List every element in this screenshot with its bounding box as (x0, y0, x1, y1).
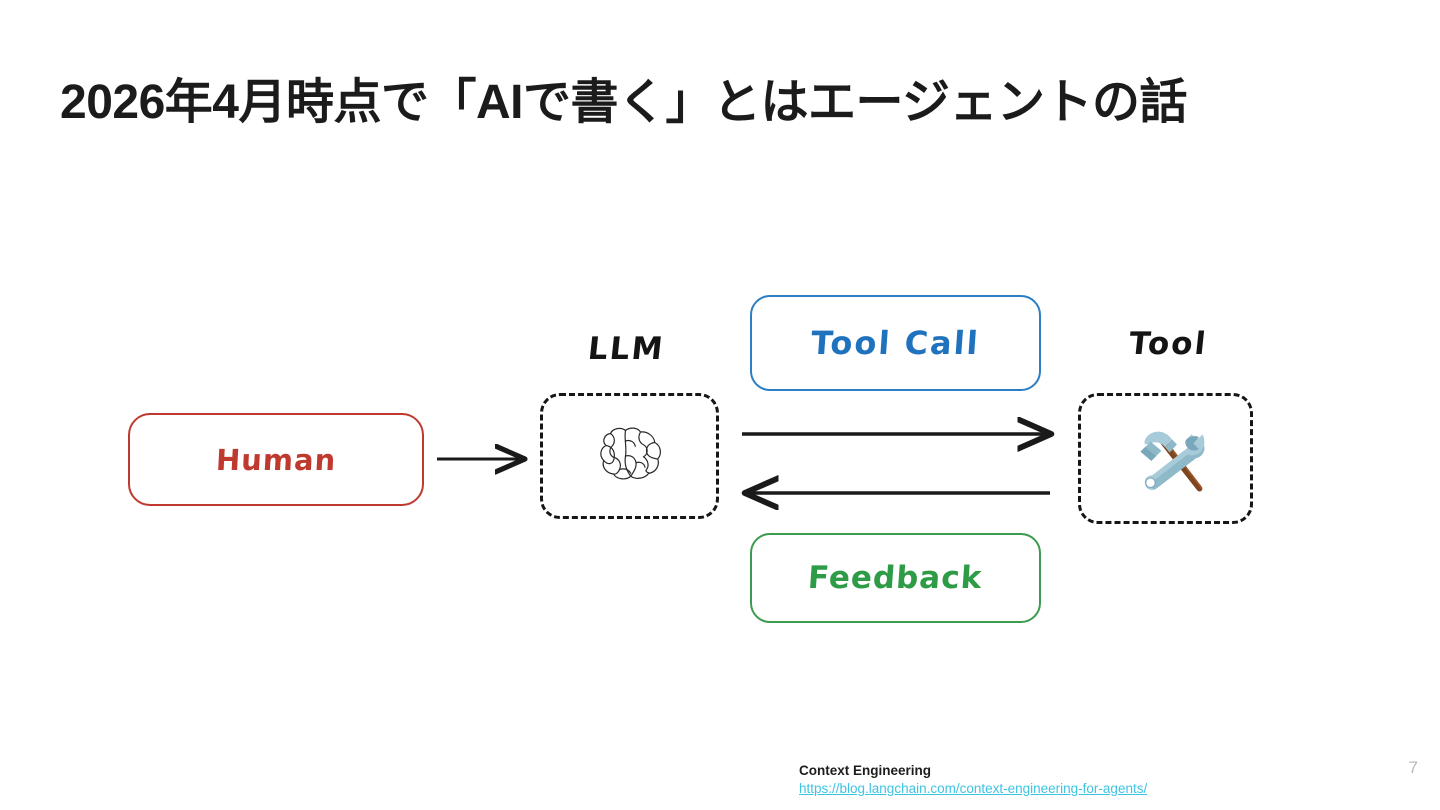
node-human[interactable]: Human (128, 413, 424, 506)
node-tool-call[interactable]: Tool Call (750, 295, 1041, 391)
node-tool-call-label: Tool Call (809, 324, 982, 362)
page-number: 7 (1408, 758, 1418, 777)
node-feedback-label: Feedback (807, 560, 984, 596)
brain-icon (599, 427, 661, 480)
node-tool-caption: Tool (1127, 326, 1210, 362)
source-link[interactable]: https://blog.langchain.com/context-engin… (799, 780, 1148, 796)
source-note: Context Engineering https://blog.langcha… (799, 762, 1147, 798)
node-feedback[interactable]: Feedback (750, 533, 1041, 623)
node-llm[interactable] (540, 393, 719, 519)
node-human-label: Human (214, 442, 338, 477)
hammer-wrench-icon (1139, 431, 1204, 492)
node-tool[interactable] (1078, 393, 1253, 524)
node-llm-caption: LLM (586, 331, 667, 367)
source-title: Context Engineering (799, 763, 932, 778)
page-title: 2026年4月時点で「AIで書く」とはエージェントの話 (60, 76, 1188, 129)
